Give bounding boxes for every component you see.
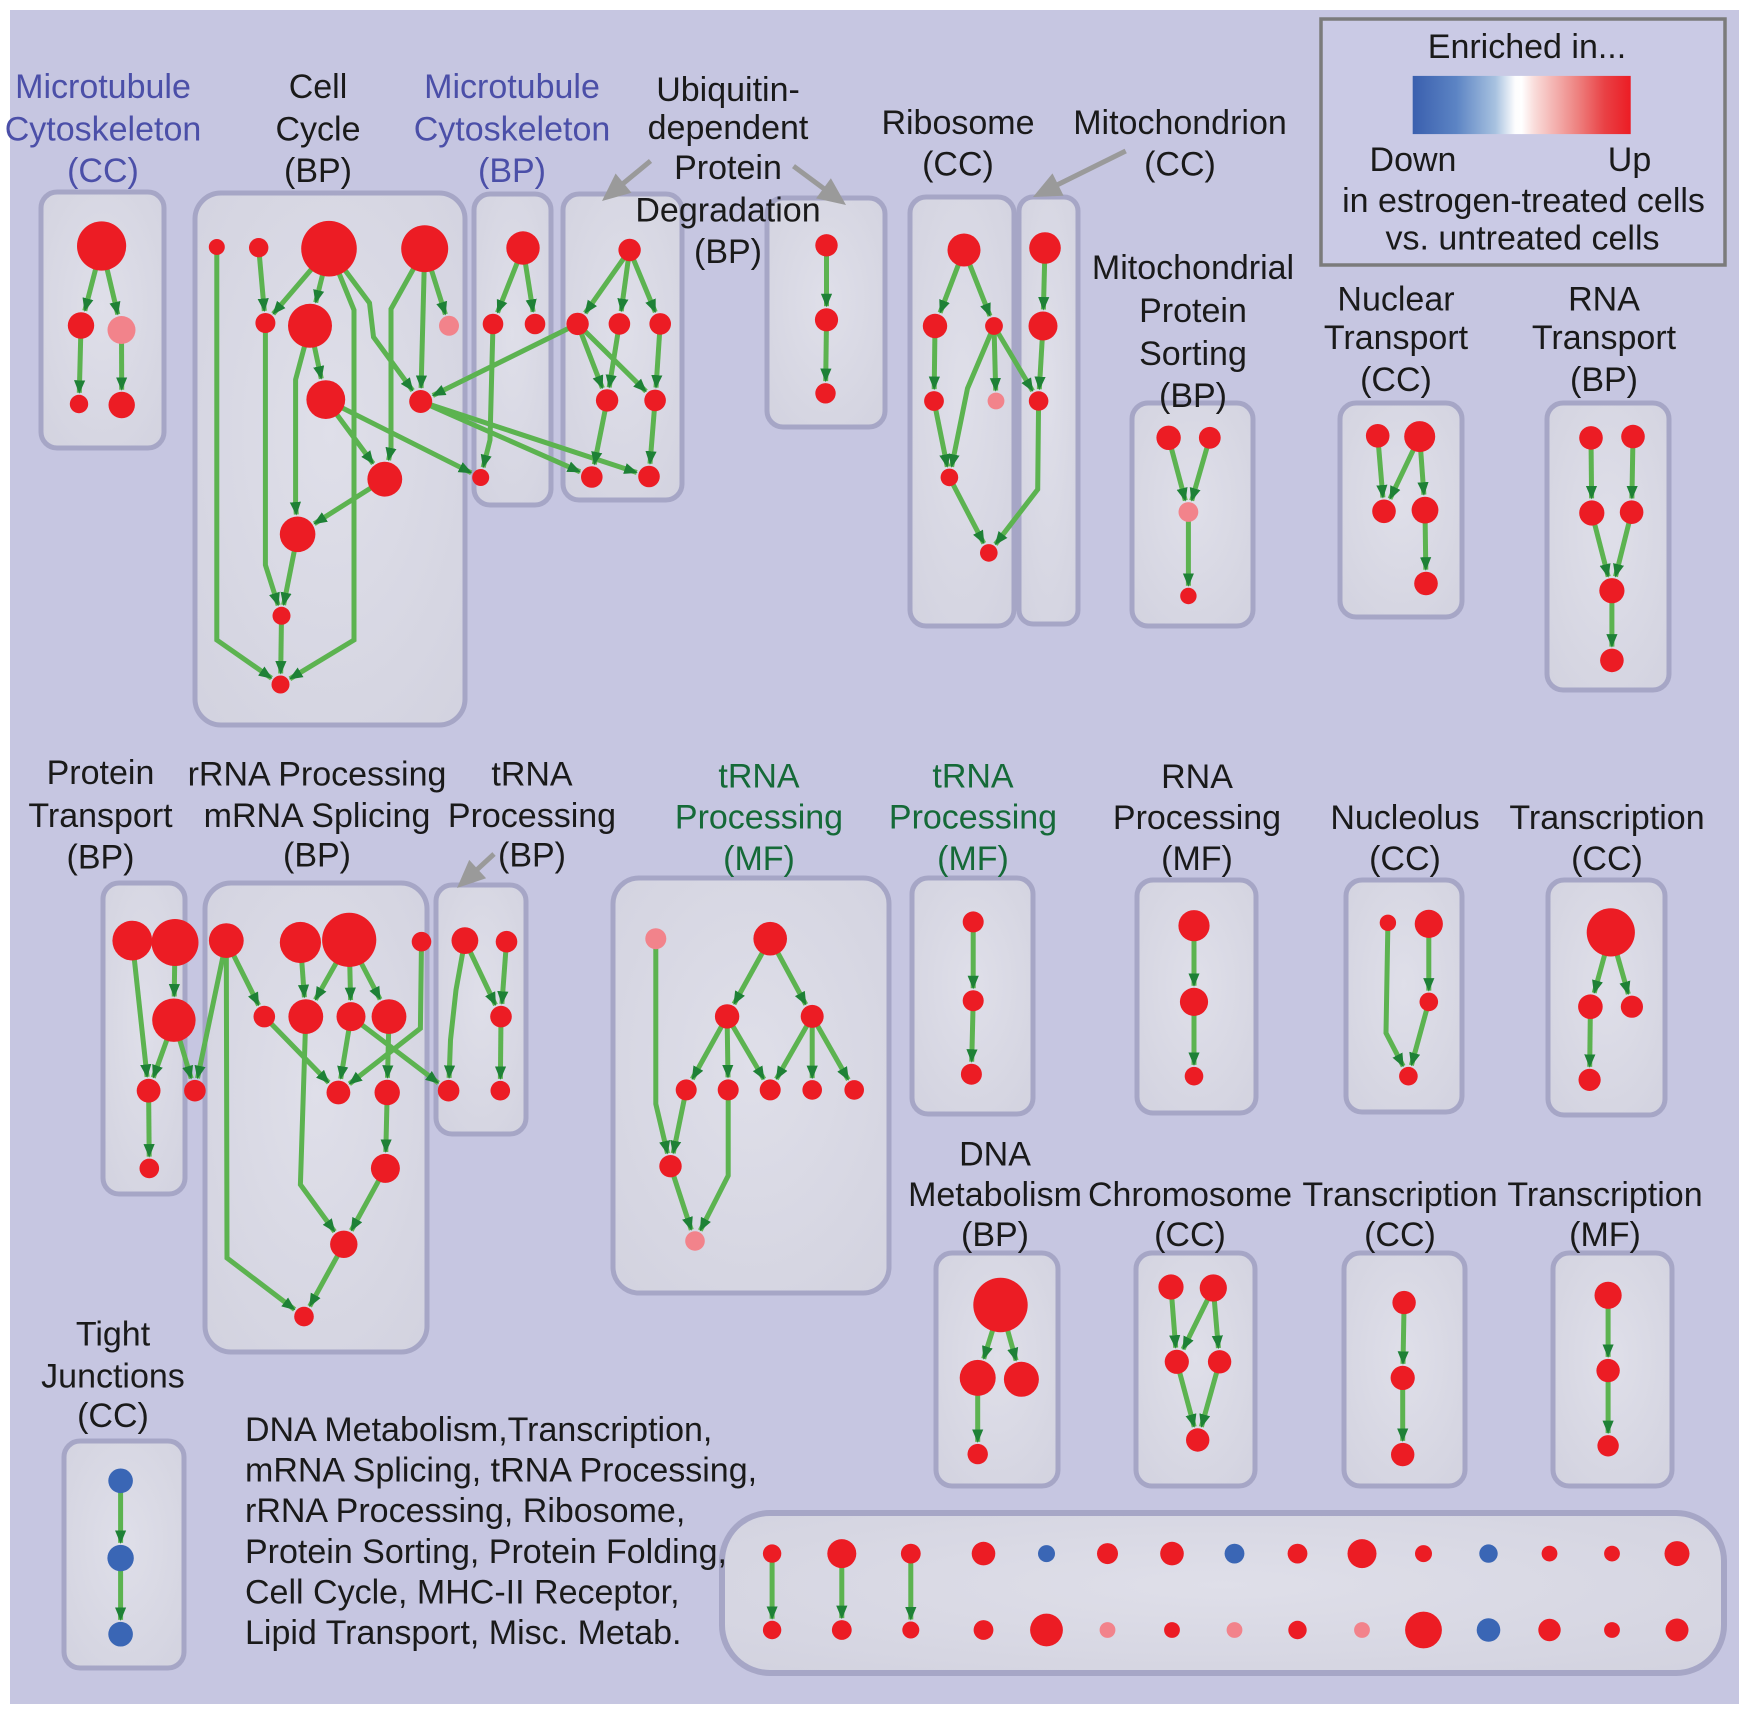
svg-text:Cytoskeleton: Cytoskeleton (5, 110, 202, 148)
svg-text:mRNA Splicing: mRNA Splicing (204, 797, 431, 835)
svg-text:rRNA Processing: rRNA Processing (188, 755, 447, 793)
svg-text:(CC): (CC) (67, 152, 139, 190)
svg-text:(BP): (BP) (694, 233, 762, 271)
svg-text:Ubiquitin-: Ubiquitin- (656, 71, 800, 109)
svg-text:RNA: RNA (1161, 758, 1233, 796)
svg-text:Transport: Transport (1324, 319, 1469, 357)
svg-text:Processing: Processing (448, 797, 616, 835)
svg-text:Sorting: Sorting (1139, 335, 1247, 373)
svg-text:tRNA: tRNA (932, 758, 1014, 796)
svg-text:Protein: Protein (1139, 292, 1247, 330)
svg-text:in estrogen-treated cells: in estrogen-treated cells (1342, 182, 1705, 220)
svg-text:DNA Metabolism,Transcription,: DNA Metabolism,Transcription, (245, 1411, 712, 1449)
svg-text:dependent: dependent (648, 109, 809, 147)
svg-text:(BP): (BP) (283, 837, 351, 875)
svg-text:RNA: RNA (1568, 280, 1640, 318)
svg-text:(MF): (MF) (723, 840, 795, 878)
svg-text:Transport: Transport (1532, 319, 1677, 357)
svg-text:tRNA: tRNA (491, 755, 573, 793)
svg-text:tRNA: tRNA (718, 758, 800, 796)
svg-text:Degradation: Degradation (635, 192, 820, 230)
svg-text:Processing: Processing (675, 799, 843, 837)
svg-text:Nuclear: Nuclear (1337, 280, 1454, 318)
svg-text:Transcription: Transcription (1507, 1176, 1702, 1214)
svg-text:Up: Up (1608, 141, 1651, 179)
svg-text:Protein: Protein (674, 149, 782, 187)
svg-text:Ribosome: Ribosome (881, 104, 1034, 142)
svg-text:(MF): (MF) (1161, 840, 1233, 878)
svg-text:Processing: Processing (1113, 799, 1281, 837)
svg-text:(CC): (CC) (922, 146, 994, 184)
svg-text:(CC): (CC) (1364, 1216, 1436, 1254)
svg-text:(CC): (CC) (1154, 1216, 1226, 1254)
svg-text:(CC): (CC) (1144, 146, 1216, 184)
svg-text:(BP): (BP) (67, 838, 135, 876)
svg-text:(MF): (MF) (1569, 1216, 1641, 1254)
svg-text:Transcription: Transcription (1302, 1176, 1497, 1214)
svg-text:Mitochondrion: Mitochondrion (1073, 104, 1287, 142)
svg-text:Tight: Tight (76, 1316, 151, 1354)
svg-text:(CC): (CC) (1369, 840, 1441, 878)
svg-text:(CC): (CC) (77, 1397, 149, 1435)
svg-text:Transport: Transport (28, 797, 173, 835)
svg-text:Cell: Cell (289, 68, 348, 106)
svg-text:Junctions: Junctions (41, 1358, 185, 1396)
svg-text:mRNA Splicing, tRNA Processing: mRNA Splicing, tRNA Processing, (245, 1452, 757, 1490)
svg-text:Processing: Processing (889, 799, 1057, 837)
svg-text:(BP): (BP) (1570, 361, 1638, 399)
svg-text:Cell Cycle, MHC-II Receptor,: Cell Cycle, MHC-II Receptor, (245, 1573, 680, 1611)
svg-text:(CC): (CC) (1360, 361, 1432, 399)
svg-text:Enriched in...: Enriched in... (1428, 28, 1626, 66)
svg-text:Protein: Protein (47, 754, 155, 792)
svg-text:vs. untreated cells: vs. untreated cells (1385, 220, 1659, 258)
svg-text:Protein Sorting, Protein Foldi: Protein Sorting, Protein Folding, (245, 1533, 727, 1571)
svg-text:Cycle: Cycle (275, 110, 360, 148)
svg-text:(CC): (CC) (1571, 840, 1643, 878)
svg-text:Transcription: Transcription (1509, 799, 1704, 837)
svg-text:(MF): (MF) (937, 840, 1009, 878)
svg-text:Microtubule: Microtubule (424, 68, 600, 106)
svg-text:DNA: DNA (959, 1136, 1031, 1174)
svg-text:rRNA Processing, Ribosome,: rRNA Processing, Ribosome, (245, 1492, 685, 1530)
svg-text:(BP): (BP) (284, 152, 352, 190)
svg-text:Cytoskeleton: Cytoskeleton (414, 110, 611, 148)
svg-text:Chromosome: Chromosome (1088, 1176, 1292, 1214)
svg-text:(BP): (BP) (478, 152, 546, 190)
svg-text:Mitochondrial: Mitochondrial (1092, 249, 1294, 287)
svg-text:Lipid Transport, Misc. Metab.: Lipid Transport, Misc. Metab. (245, 1614, 682, 1652)
svg-text:(BP): (BP) (961, 1216, 1029, 1254)
svg-text:Microtubule: Microtubule (15, 68, 191, 106)
svg-text:Nucleolus: Nucleolus (1330, 799, 1479, 837)
svg-text:Metabolism: Metabolism (908, 1176, 1082, 1214)
svg-text:(BP): (BP) (1159, 377, 1227, 415)
svg-text:(BP): (BP) (498, 837, 566, 875)
svg-text:Down: Down (1370, 141, 1457, 179)
